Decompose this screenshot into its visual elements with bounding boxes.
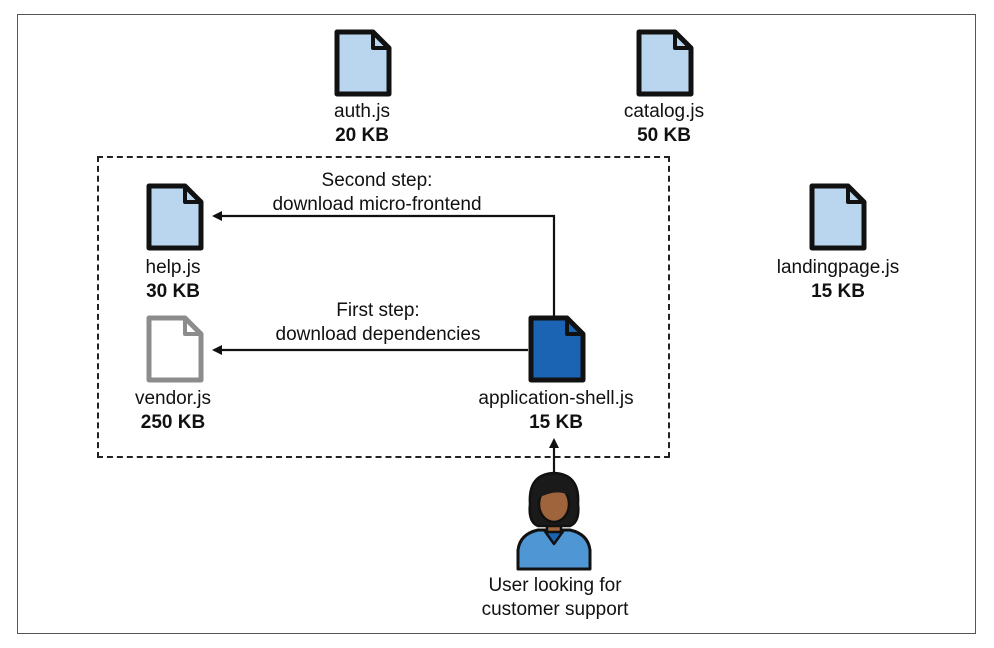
user-avatar-icon [516,471,592,571]
second-step-arrow [212,211,556,320]
second-step-description: download micro-frontend [272,194,482,215]
user-caption: User looking for customer support [482,574,629,622]
second-step-title: Second step: [321,170,433,191]
loaded-bundle-group [97,156,670,458]
auth-file-label: auth.js 20 KB [334,100,390,148]
first-step-description: download dependencies [275,324,481,345]
vendor-file-name: vendor.js [134,388,212,409]
auth-file-size: 20 KB [335,125,389,146]
vendor-file-size: 250 KB [140,412,206,433]
catalog-file-name: catalog.js [623,101,705,122]
auth-file-name: auth.js [334,101,390,122]
shell-file-label: application-shell.js 15 KB [478,387,633,435]
help-file-size: 30 KB [146,281,200,302]
help-file-name: help.js [145,257,201,278]
auth-file-icon [334,29,392,97]
help-file-icon [146,183,204,251]
shell-file-size: 15 KB [529,412,583,433]
landingpage-file-size: 15 KB [811,281,865,302]
landingpage-file-label: landingpage.js 15 KB [777,256,900,304]
landingpage-file-name: landingpage.js [776,257,900,278]
shell-file-icon [528,315,586,383]
help-file-label: help.js 30 KB [146,256,201,304]
user-caption-line1: User looking for [488,575,622,596]
first-step-label: First step: download dependencies [276,299,481,347]
vendor-file-icon [146,315,204,383]
landingpage-file-icon [809,183,867,251]
catalog-file-icon [636,29,694,97]
diagram-frame [17,14,976,634]
second-step-label: Second step: download micro-frontend [272,169,481,217]
catalog-file-label: catalog.js 50 KB [624,100,704,148]
first-step-title: First step: [336,300,420,321]
user-caption-line2: customer support [481,599,629,620]
catalog-file-size: 50 KB [637,125,691,146]
vendor-file-label: vendor.js 250 KB [135,387,211,435]
shell-file-name: application-shell.js [478,388,634,409]
